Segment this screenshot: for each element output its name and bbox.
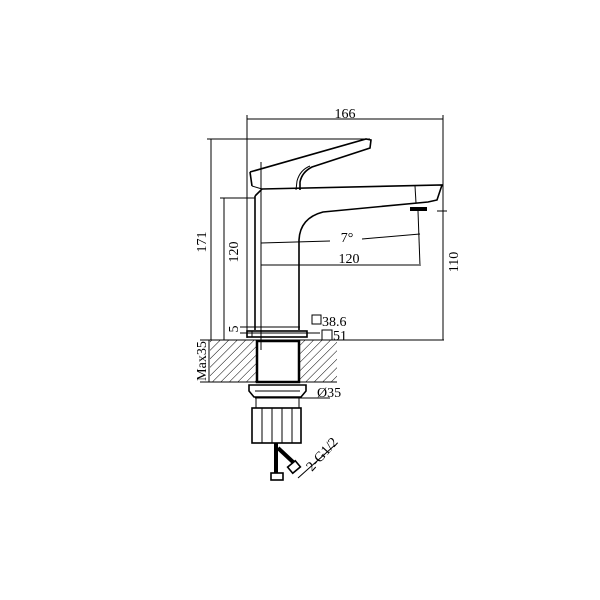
spout (254, 184, 444, 330)
dim-51: 51 (333, 329, 347, 344)
mounting-nut (251, 407, 302, 444)
dim-diameter-35: Ø35 (317, 386, 341, 401)
supply-hoses (270, 443, 302, 481)
square-symbol-icon (311, 314, 322, 325)
square-symbol-icon (321, 329, 333, 341)
dim-5: 5 (227, 326, 242, 333)
base-plate (246, 330, 308, 338)
mounting-hardware (248, 384, 307, 481)
dim-120-horizontal: 120 (339, 252, 360, 267)
dimension-lines (207, 115, 447, 479)
dim-38-6: 38.6 (322, 315, 347, 330)
dim-171: 171 (195, 232, 210, 253)
handle-lever (249, 138, 372, 190)
aerator (410, 207, 427, 211)
dim-angle: 7° (341, 231, 354, 246)
dim-hose-thread: 2-G1/2 (304, 435, 342, 475)
dim-166: 166 (335, 107, 356, 122)
dim-110: 110 (447, 252, 462, 272)
dim-120-vertical: 120 (227, 242, 242, 263)
dim-max35: Max35 (195, 341, 210, 381)
countertop-section (200, 339, 444, 384)
